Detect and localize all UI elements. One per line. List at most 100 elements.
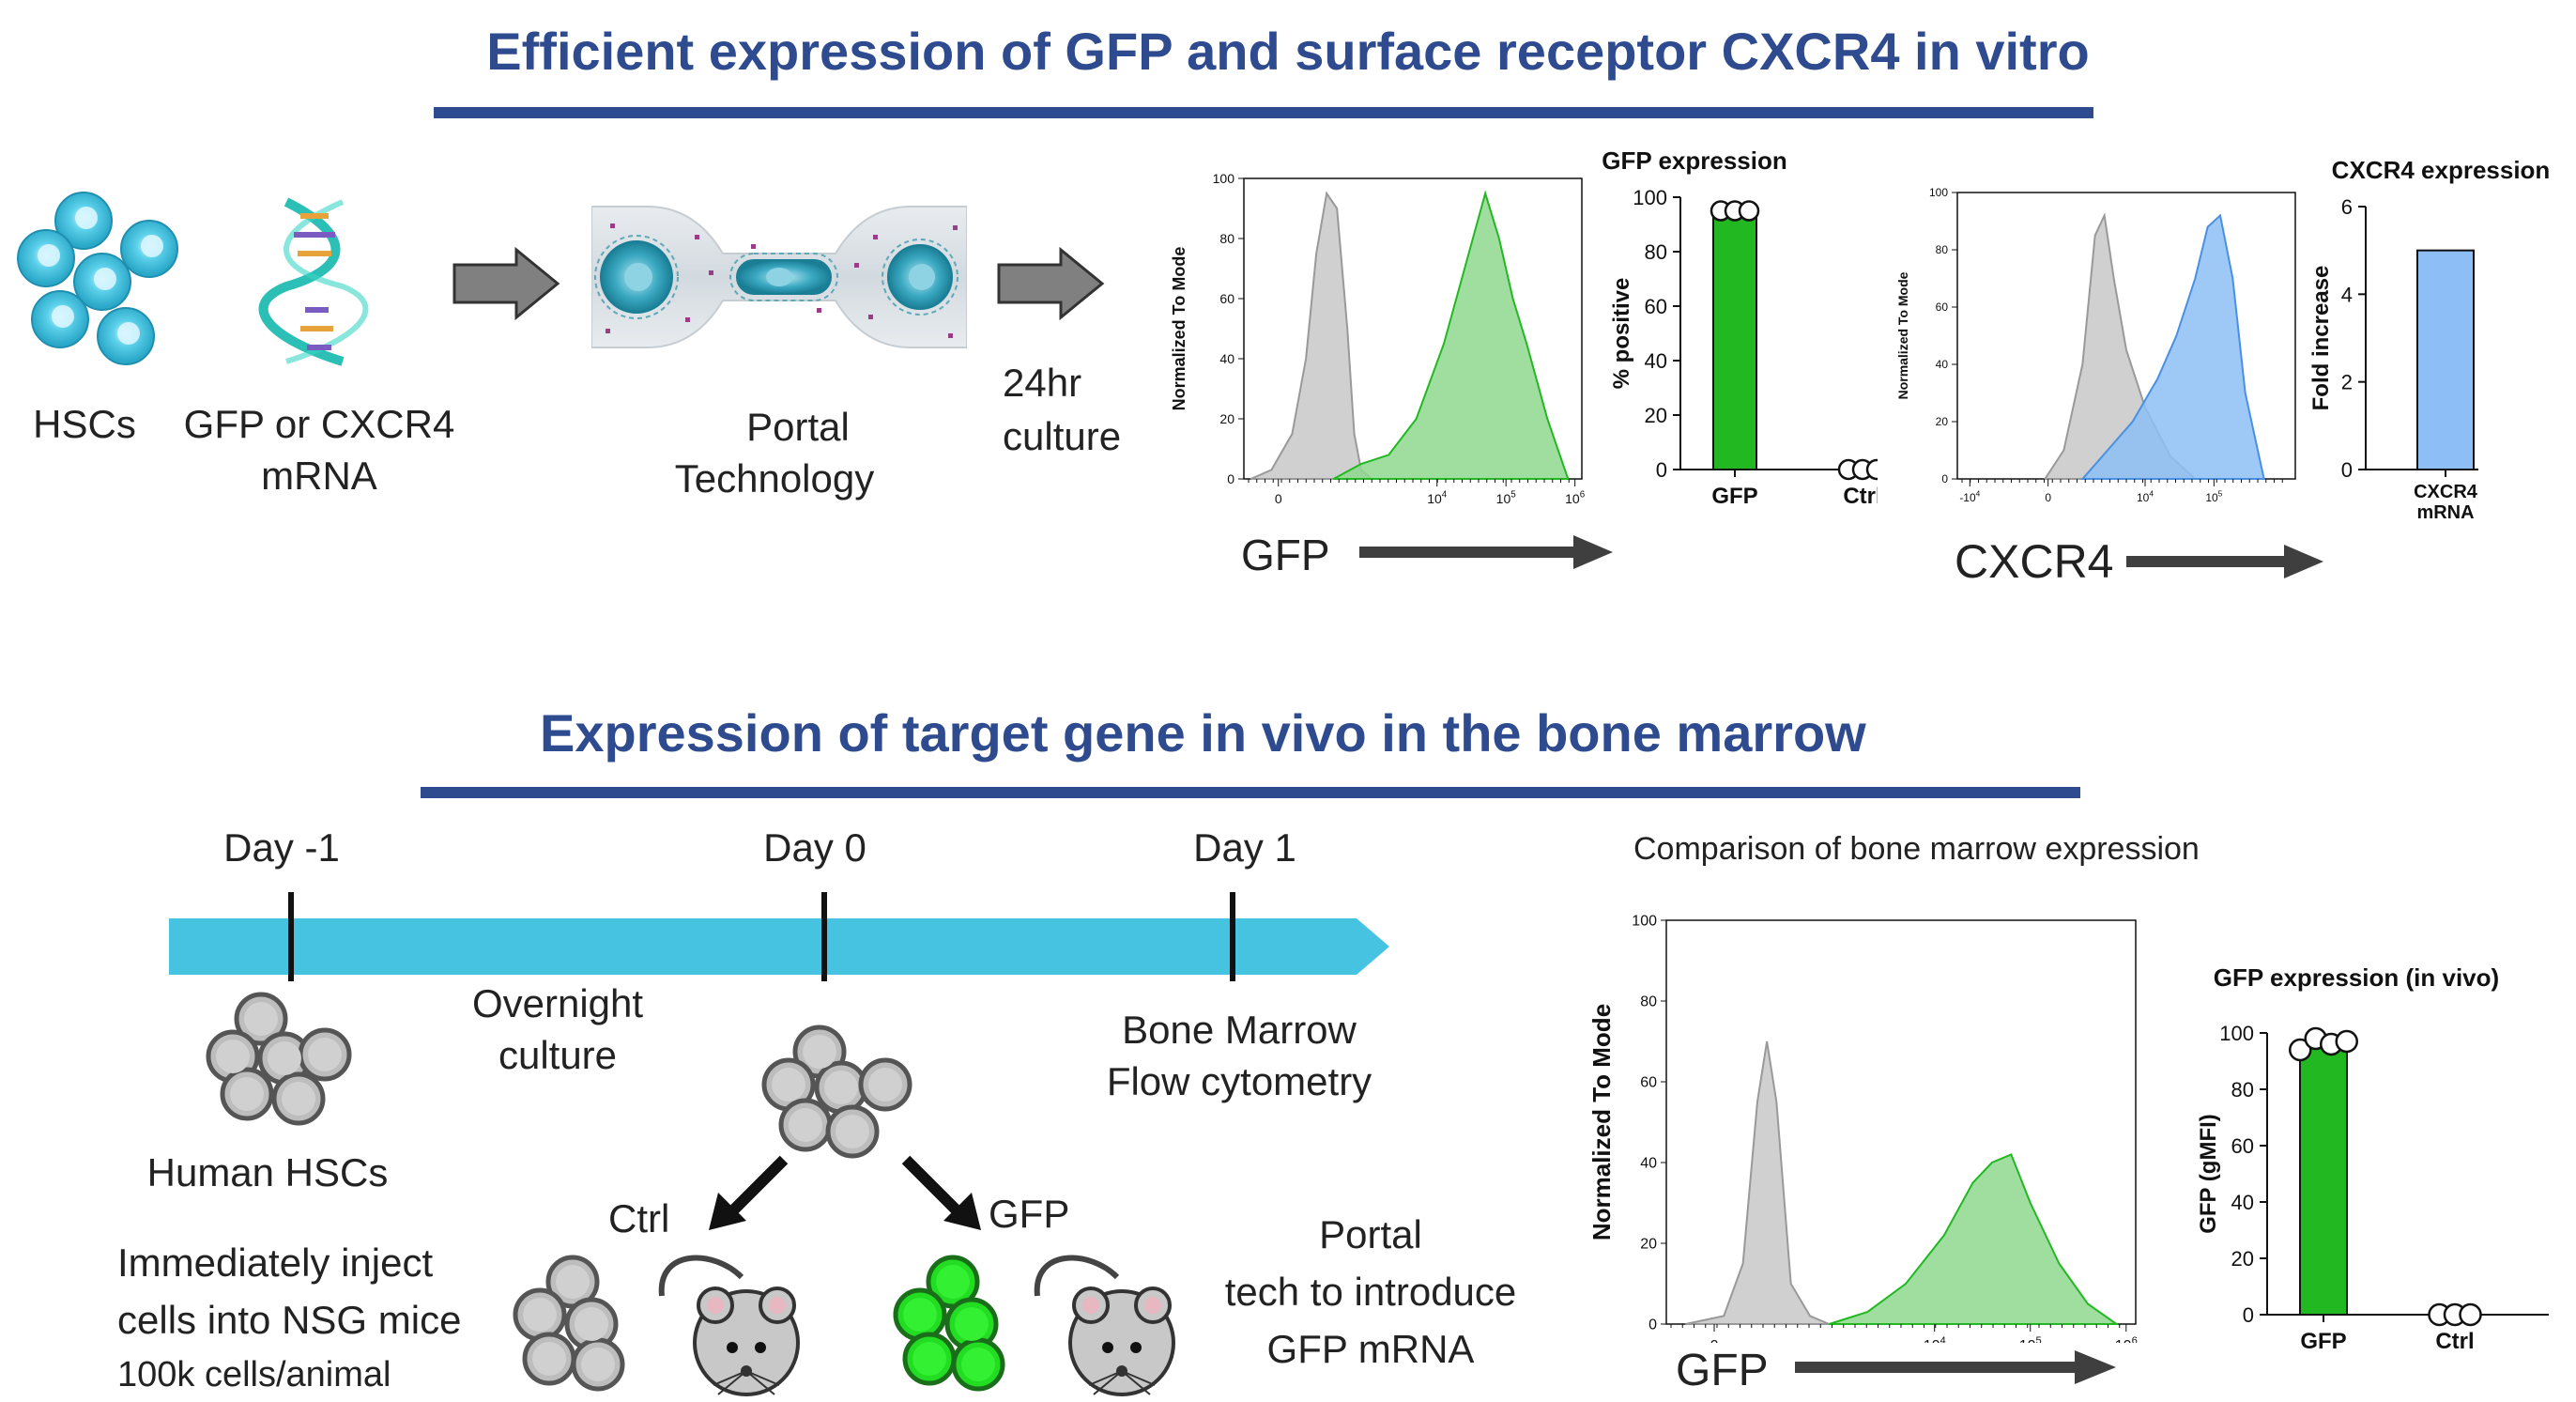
process-arrow-1	[452, 246, 560, 321]
day0-cells-icon	[761, 1025, 912, 1159]
branch-arrow-gfp	[901, 1155, 981, 1230]
gfp-axis-arrow-top	[1359, 535, 1613, 569]
x-tick-label: 106	[1565, 490, 1586, 506]
x-tick-label: 105	[1496, 490, 1517, 506]
inject-line3: 100k cells/animal	[117, 1354, 391, 1394]
culture-label: 24hr culture	[1003, 357, 1121, 463]
ctrl-branch-label: Ctrl	[608, 1196, 670, 1240]
x-tick-label: mRNA	[2416, 502, 2474, 523]
data-point	[1865, 458, 1878, 481]
y-tick-label: 40	[1640, 1156, 1657, 1172]
y-axis-label: % positive	[1609, 278, 1634, 390]
y-tick-label: 0	[1648, 1317, 1657, 1333]
overnight-line1: Overnight	[471, 981, 644, 1025]
x-tick-label: 105	[2205, 489, 2222, 504]
human-hscs-label: Human HSCs	[146, 1150, 389, 1194]
bm-flow-label: Bone Marrow Flow cytometry	[1061, 1005, 1418, 1107]
bm-flow-line2: Flow cytometry	[1106, 1058, 1372, 1103]
comparison-title: Comparison of bone marrow expression	[1633, 831, 2200, 867]
y-axis-label: Normalized To Mode	[1895, 271, 1910, 399]
gfp-mouse-icon	[1034, 1255, 1175, 1396]
histogram-series-1	[1333, 190, 1570, 480]
y-tick-label: 40	[2231, 1191, 2254, 1214]
y-axis-label: Normalized To Mode	[1587, 1004, 1616, 1240]
y-tick-label: 60	[1640, 1075, 1657, 1091]
ctrl-cells-icon	[513, 1255, 625, 1392]
day-minus1-label: Day -1	[223, 825, 340, 870]
y-tick-label: 20	[1645, 404, 1667, 427]
y-tick-label: 80	[2231, 1078, 2254, 1102]
culture-line2: culture	[1003, 413, 1122, 458]
y-tick-label: 60	[1645, 295, 1667, 318]
bar-gfp	[1712, 209, 1757, 470]
inject-line2: cells into NSG mice	[117, 1297, 462, 1342]
gfp-axis-arrow-bottom	[1795, 1350, 2116, 1384]
cxcr4-axis-arrow	[2126, 545, 2323, 578]
timeline-bar	[169, 892, 1389, 981]
bm-flow-line1: Bone Marrow	[1122, 1008, 1357, 1052]
gfp-branch-label: GFP	[989, 1192, 1070, 1236]
y-tick-label: 0	[1941, 472, 1948, 485]
mrna-label: GFP or CXCR4 mRNA	[178, 399, 460, 501]
y-tick-label: 80	[1219, 231, 1234, 246]
day-0-label: Day 0	[763, 825, 866, 870]
gfp-axis-label-top: GFP	[1241, 531, 1330, 579]
y-axis-label: GFP (gMFI)	[2196, 1114, 2221, 1234]
y-tick-label: 0	[2243, 1303, 2254, 1327]
ctrl-mouse-icon	[658, 1255, 800, 1396]
gfp-axis-label-bottom: GFP	[1676, 1346, 1769, 1395]
branch-arrow-ctrl	[709, 1155, 789, 1230]
y-tick-label: 40	[1936, 358, 1949, 371]
x-tick-label: 104	[2137, 489, 2154, 504]
histogram-series-1	[2080, 213, 2265, 480]
y-tick-label: 60	[1936, 300, 1949, 314]
y-tick-label: 4	[2341, 283, 2353, 306]
y-tick-label: 20	[1640, 1237, 1657, 1253]
y-tick-label: 20	[1219, 411, 1234, 426]
plot-frame	[1665, 919, 2137, 1325]
y-tick-label: 6	[2341, 195, 2353, 219]
histogram-series-1	[1829, 1153, 2120, 1325]
y-tick-label: 80	[1936, 243, 1949, 256]
x-tick-label: Ctrl	[1843, 484, 1878, 509]
y-tick-label: 100	[1633, 186, 1667, 209]
chart-title: GFP expression (in vivo)	[2214, 963, 2499, 992]
y-tick-label: 20	[1936, 415, 1949, 428]
top-title-rule	[434, 107, 2093, 118]
hscs-label: HSCs	[33, 402, 136, 446]
day-1-label: Day 1	[1193, 825, 1296, 870]
y-tick-label: 0	[2341, 458, 2353, 482]
data-point	[1738, 200, 1760, 222]
mrna-label-line1: GFP or CXCR4	[183, 402, 455, 446]
y-tick-label: 100	[2219, 1022, 2254, 1045]
y-tick-label: 100	[1929, 186, 1948, 199]
histogram-series-0	[1250, 191, 1374, 480]
y-tick-label: 60	[2231, 1134, 2254, 1158]
portal-tech-line2: Technology	[674, 455, 875, 501]
y-tick-label: 80	[1640, 994, 1657, 1010]
bar-gfp-invitro: GFP expression020406080100GFPCtrl% posit…	[1602, 146, 1878, 509]
bar-cxcr4-mrna	[2416, 249, 2475, 470]
x-tick-label: 104	[1427, 490, 1448, 506]
x-tick-label: 0	[1275, 491, 1282, 506]
culture-line1: 24hr	[1003, 361, 1082, 405]
mrna-label-line2: mRNA	[261, 453, 377, 498]
overnight-label: Overnight culture	[417, 978, 698, 1081]
x-tick-label: GFP	[1711, 484, 1757, 509]
mrna-helix-icon	[258, 197, 369, 366]
portal-tech-gfp-line1: Portal	[1319, 1212, 1422, 1256]
portal-tech-gfp-label: Portal tech to introduce GFP mRNA	[1192, 1207, 1549, 1379]
y-tick-label: 80	[1645, 240, 1667, 264]
y-tick-label: 60	[1219, 291, 1234, 306]
x-tick-label: 105	[2019, 1335, 2042, 1343]
y-axis-label: Fold increase	[2309, 266, 2334, 411]
data-point	[2289, 1038, 2312, 1062]
overnight-line2: culture	[498, 1032, 618, 1077]
y-tick-label: 100	[1632, 914, 1657, 930]
hsc-cluster-icon	[17, 192, 178, 365]
portal-device-icon	[591, 206, 967, 348]
